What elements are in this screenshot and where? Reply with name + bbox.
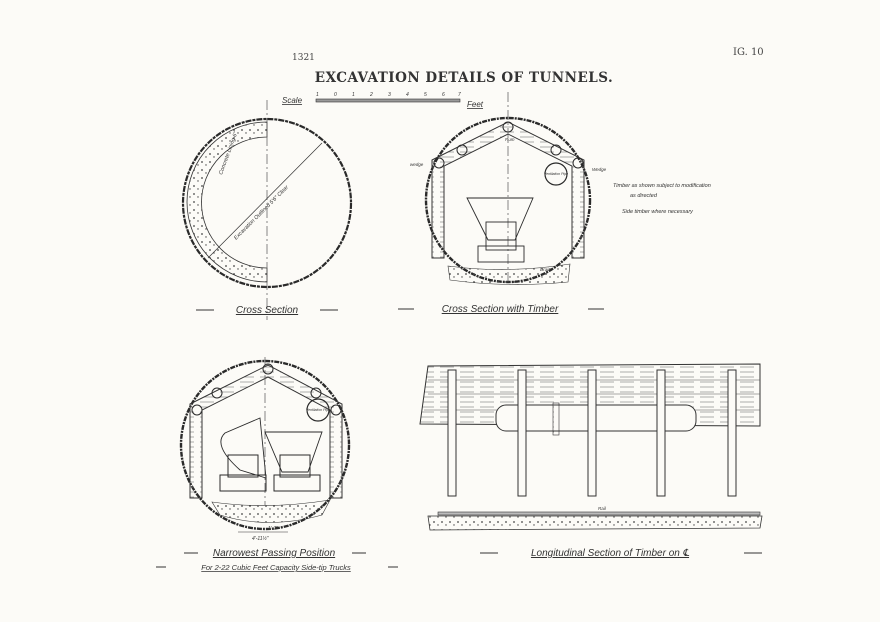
scale-tick: 6 — [442, 92, 445, 98]
wedge-right-label: Wedge — [592, 167, 607, 172]
dimension-label: 4'-11½" — [252, 535, 269, 542]
scale-bar: Scale 1 0 1 2 3 4 5 6 7 Feet — [282, 92, 484, 109]
scale-tick: 2 — [369, 92, 373, 98]
timber-cross-section-figure: Ventilation Pipe wedge Wedge Rum Drain T… — [398, 92, 711, 315]
passing-position-subcaption: For 2-22 Cubic Feet Capacity Side-tip Tr… — [201, 563, 351, 572]
scale-unit: Feet — [467, 100, 484, 109]
pipe-label: Ventilation Pipe — [544, 172, 568, 176]
scale-label: Scale — [282, 96, 303, 105]
scale-tick: 3 — [388, 92, 391, 98]
page-number: 1321 — [292, 53, 315, 63]
cross-section-figure: Concrete Lining 6" Excavation Outlined 5… — [181, 100, 353, 320]
longitudinal-caption: Longitudinal Section of Timber on ℄ — [531, 548, 690, 559]
diameter-label: Excavation Outlined 5'6" Clear — [233, 184, 291, 242]
timber-note: Side timber where necessary — [622, 209, 694, 215]
figure-reference: IG. 10 — [733, 47, 764, 58]
scale-tick: 1 — [316, 92, 319, 98]
drawing-title: EXCAVATION DETAILS OF TUNNELS. — [315, 70, 613, 86]
passing-position-figure: Ventilation Pipe 1'-7" 4'-11½" Narrowest… — [156, 357, 398, 572]
longitudinal-section-figure: Rail Longitudinal Section of Timber on ℄ — [419, 363, 763, 559]
passing-position-caption: Narrowest Passing Position — [213, 548, 336, 559]
dimension-label: 1'-7" — [268, 526, 278, 532]
scale-tick: 1 — [352, 92, 355, 98]
scale-tick: 0 — [334, 92, 337, 98]
scale-tick: 5 — [424, 92, 427, 98]
drain-label: Drain — [540, 267, 551, 272]
scale-tick: 4 — [406, 92, 409, 98]
crown-label: Rum — [505, 137, 515, 142]
cross-section-caption: Cross Section — [236, 305, 299, 316]
scale-tick: 7 — [458, 92, 461, 98]
timber-section-caption: Cross Section with Timber — [442, 304, 559, 315]
passing-pipe-label: Ventilation Pipe — [306, 408, 330, 412]
rail-label: Rail — [598, 506, 607, 511]
timber-note: as directed — [630, 193, 658, 199]
timber-note: Timber as shown subject to modification — [613, 183, 711, 189]
wedge-left-label: wedge — [410, 162, 424, 167]
